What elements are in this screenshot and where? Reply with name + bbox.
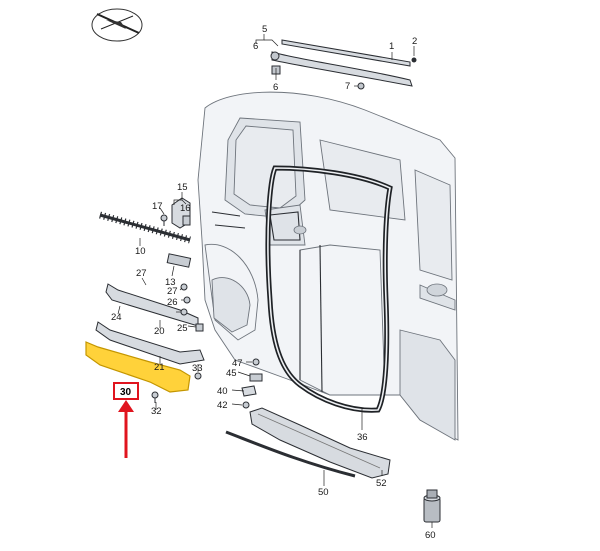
label-part-5: 5	[262, 24, 267, 35]
label-part-40: 40	[217, 386, 228, 397]
label-part-20: 20	[154, 326, 165, 337]
label-part-13: 13	[165, 277, 176, 288]
label-part-42: 42	[217, 400, 228, 411]
sill-panels	[95, 283, 205, 365]
highlighted-label-30: 30	[113, 382, 139, 400]
label-part-50: 50	[318, 487, 329, 498]
label-part-33: 33	[192, 363, 203, 374]
label-part-45: 45	[226, 368, 237, 379]
label-part-24: 24	[111, 312, 122, 323]
label-part-7: 7	[345, 81, 350, 92]
clips-group	[160, 197, 192, 268]
label-part-21: 21	[154, 362, 165, 373]
label-part-27: 27	[136, 268, 147, 279]
label-part-60: 60	[425, 530, 436, 541]
lower-sill-trim-part-52	[249, 407, 391, 479]
part-labels: 5 6 1 2 6 7 15 16 17 10 13 27 27 26 25 2…	[111, 24, 436, 541]
door-seal-part-36	[265, 165, 393, 413]
label-part-10: 10	[135, 246, 146, 257]
label-part-1: 1	[389, 41, 394, 52]
hinge-fasteners	[241, 358, 263, 409]
pen-on-sheet-icon	[91, 8, 143, 42]
label-part-16: 16	[180, 203, 191, 214]
highlighted-part-30	[85, 341, 202, 403]
label-part-17: 17	[152, 201, 163, 212]
label-part-26: 26	[167, 297, 178, 308]
part-60-canister	[423, 489, 441, 523]
label-part-2: 2	[412, 36, 417, 47]
label-part-32: 32	[151, 406, 162, 417]
label-part-25: 25	[177, 323, 188, 334]
seal-strip-part-50	[225, 430, 356, 478]
label-part-47: 47	[232, 358, 243, 369]
label-part-36: 36	[357, 432, 368, 443]
label-part-15: 15	[177, 182, 188, 193]
leader-lines	[117, 34, 433, 528]
vehicle-body	[197, 91, 459, 441]
label-part-52: 52	[376, 478, 387, 489]
label-part-27b: 27	[167, 286, 178, 297]
sill-strip-part-10	[99, 211, 191, 244]
label-part-30: 30	[120, 387, 132, 398]
label-part-6: 6	[273, 82, 278, 93]
red-arrow-icon	[118, 400, 134, 458]
roof-rail-part-1	[270, 39, 417, 90]
label-part-6-top: 6	[253, 41, 258, 52]
